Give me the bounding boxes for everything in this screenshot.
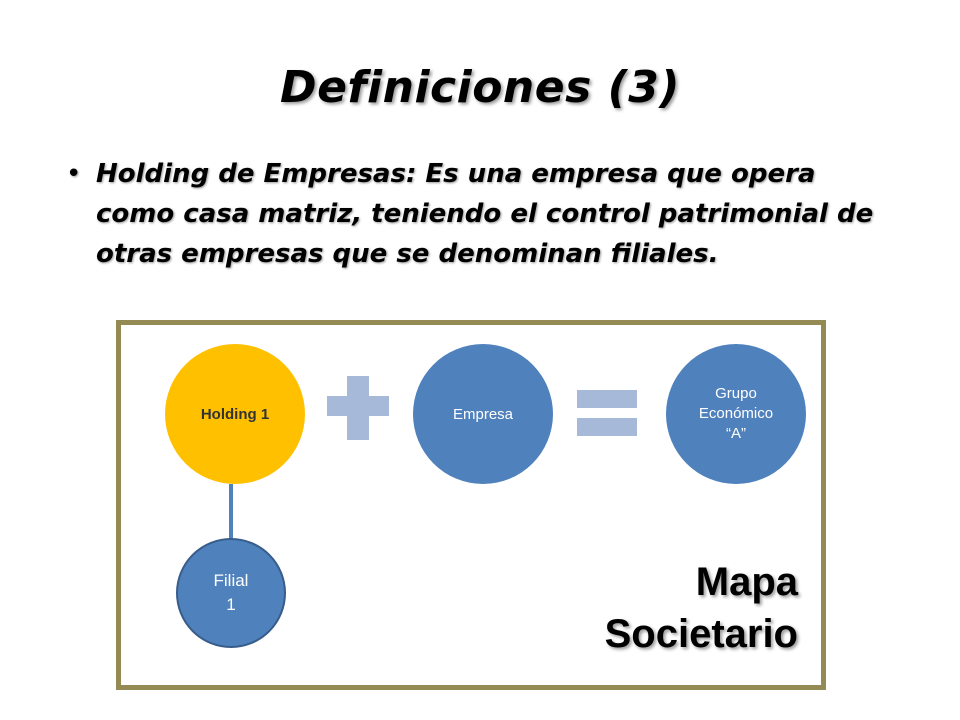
empresa-label: Empresa [452, 405, 514, 423]
mapa-label-line1: Mapa [695, 560, 798, 604]
diagram-frame [116, 320, 826, 690]
bullet-item: • Holding de Empresas: Es una empresa qu… [66, 154, 896, 274]
filial-node: Filial 1 [176, 538, 286, 648]
plus-icon-vertical [347, 376, 369, 440]
grupo-label: Grupo Económico “A” [698, 385, 774, 442]
filial-label: Filial 1 [213, 571, 249, 614]
bullet-text: Holding de Empresas: Es una empresa que … [96, 159, 874, 269]
bullet-icon: • [66, 159, 82, 189]
holding-filial-connector [229, 484, 233, 540]
equals-icon [577, 390, 637, 408]
empresa-node: Empresa [413, 344, 553, 484]
mapa-societario-label: Mapa Societario [605, 556, 798, 660]
grupo-economico-node: Grupo Económico “A” [666, 344, 806, 484]
slide-title: Definiciones (3) [280, 62, 680, 113]
mapa-label-line2: Societario [604, 612, 798, 656]
holding-label: Holding 1 [200, 405, 270, 423]
equals-icon-lower [577, 418, 637, 436]
holding-node: Holding 1 [165, 344, 305, 484]
